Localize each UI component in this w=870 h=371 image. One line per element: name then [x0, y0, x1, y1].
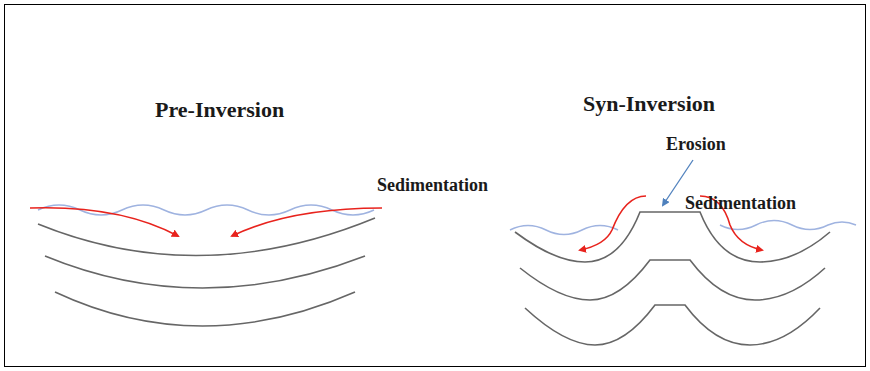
panel-title: Syn-Inversion [583, 92, 715, 116]
process-label: Sedimentation [685, 194, 796, 214]
process-label: Erosion [666, 135, 726, 155]
panel-title: Pre-Inversion [155, 98, 284, 122]
process-label: Sedimentation [377, 176, 488, 196]
